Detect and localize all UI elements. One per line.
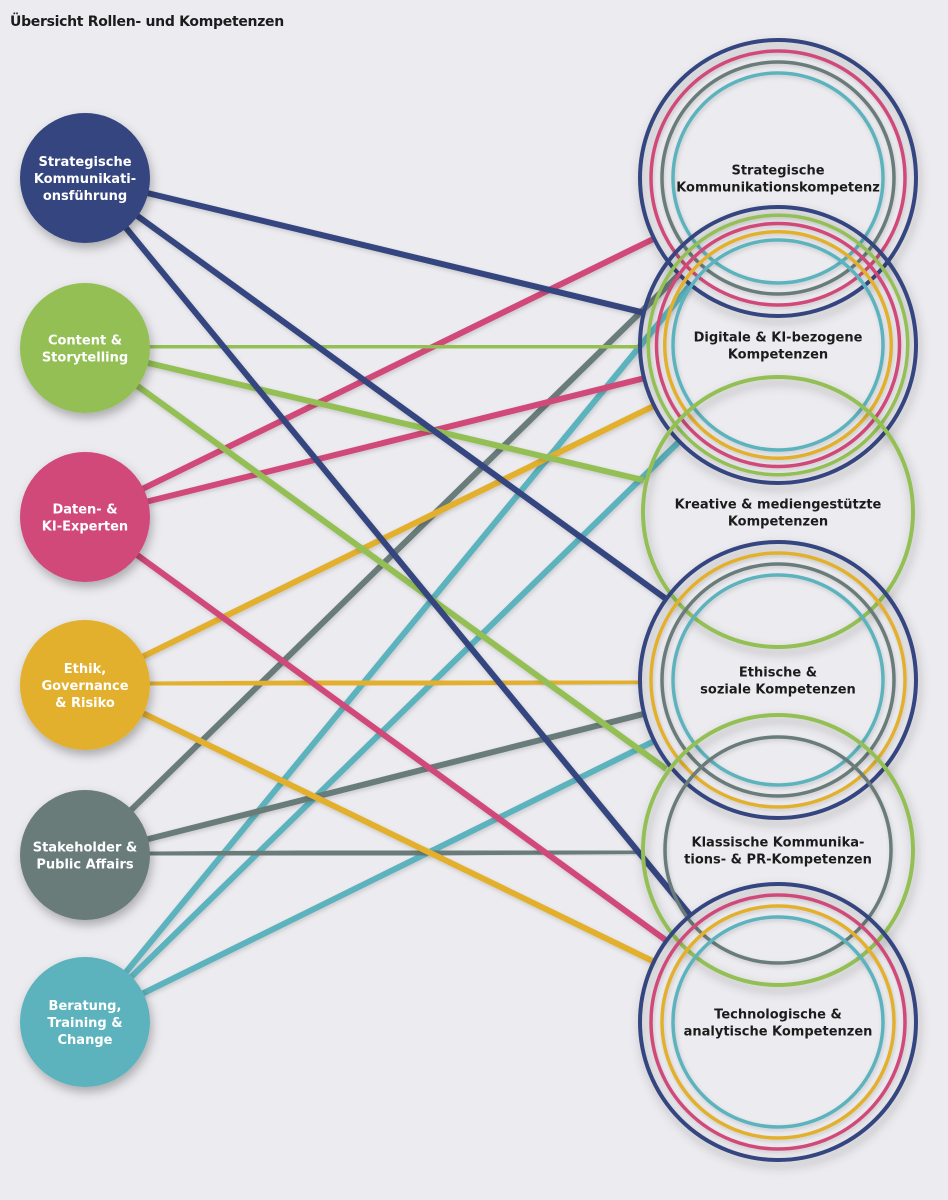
connection-line [84, 345, 645, 484]
role-label-line: & Risiko [55, 696, 115, 711]
competence-label-line: Kreative & mediengestützte [675, 498, 882, 513]
role-label: Daten- & KI-Experten [42, 503, 128, 535]
role-label-line: KI-Experten [42, 520, 128, 535]
role-disc [20, 452, 150, 582]
competence-ring [649, 893, 907, 1151]
competence-label: Klassische Kommunika-tions- & PR-Kompete… [684, 836, 872, 868]
competence-ring [660, 60, 896, 296]
competence-ring [638, 882, 918, 1162]
competence-ring [663, 735, 893, 965]
competence-ring [649, 49, 907, 307]
role-label: Beratung, Training & Change [47, 999, 122, 1048]
role-label-line: onsführung [43, 189, 127, 204]
connection-line [83, 738, 656, 1025]
competence-label-line: Ethische & [739, 666, 817, 681]
role-circle: Ethik, Governance & Risiko [20, 620, 150, 750]
role-label-line: Ethik, [64, 662, 106, 677]
connection-line [84, 375, 645, 520]
competence-label: Technologische & analytische Kompetenzen [684, 1008, 873, 1040]
competence-ring [663, 230, 893, 460]
role-label-line: Kommunikati- [34, 172, 136, 187]
role-label-line: Stakeholder & [33, 841, 138, 856]
competence-label-line: soziale Kompetenzen [700, 683, 856, 698]
competence-ring [641, 713, 915, 987]
competence-ring [641, 375, 915, 649]
connection-line [83, 235, 656, 520]
competence-ring [660, 562, 896, 798]
role-label-line: Beratung, [49, 999, 122, 1014]
role-label-line: Strategische [38, 155, 131, 170]
connection-line [83, 682, 656, 965]
competence-label-line: Kommunikationskompetenz [676, 181, 880, 196]
role-disc [20, 283, 150, 413]
connection-line [82, 282, 693, 1024]
role-circle: Stakeholder & Public Affairs [20, 790, 150, 920]
role-disc [20, 957, 150, 1087]
role-label-line: Storytelling [42, 351, 128, 366]
competence-label-line: Kompetenzen [728, 515, 828, 530]
role-label: Stakeholder & Public Affairs [33, 841, 138, 873]
competence-label-line: Technologische & [714, 1008, 842, 1023]
connection-lines [82, 175, 693, 1025]
competence-ring [638, 38, 918, 318]
diagram-title: Übersicht Rollen- und Kompetenzen [10, 14, 284, 30]
competence-ring [671, 238, 885, 452]
competence-circle: Technologische & analytische Kompetenzen [638, 882, 918, 1162]
competence-label-line: analytische Kompetenzen [684, 1025, 873, 1040]
competence-label-line: Kompetenzen [728, 348, 828, 363]
connection-line [83, 345, 669, 772]
competence-label-line: tions- & PR-Kompetenzen [684, 853, 872, 868]
competence-ring [671, 915, 885, 1129]
role-label-line: Public Affairs [36, 858, 133, 873]
competence-ring [638, 205, 918, 485]
connection-line [84, 677, 641, 688]
role-circle: Daten- & KI-Experten [20, 452, 150, 582]
role-disc [20, 113, 150, 243]
role-disc [20, 620, 150, 750]
connection-line [84, 342, 641, 351]
competence-ring [638, 540, 918, 820]
competence-label-line: Klassische Kommunika- [692, 836, 865, 851]
connection-line [84, 175, 645, 316]
role-disc [20, 790, 150, 920]
role-label-line: Daten- & [52, 503, 117, 518]
competence-label: Ethische & soziale Kompetenzen [700, 666, 856, 698]
competence-label-line: Digitale & KI-bezogene [694, 331, 863, 346]
connection-line [84, 710, 645, 858]
competence-ring [671, 71, 885, 285]
competence-ring [660, 904, 896, 1140]
connection-line [83, 403, 656, 688]
connection-line [83, 514, 669, 944]
connection-line [82, 176, 693, 918]
competence-ring [649, 551, 907, 809]
role-circle: Beratung, Training & Change [20, 957, 150, 1087]
role-circle: Content & Storytelling [20, 283, 150, 413]
competence-circle: Klassische Kommunika-tions- & PR-Kompete… [641, 713, 915, 987]
competence-circle: Ethische & soziale Kompetenzen [638, 540, 918, 820]
competence-ring [646, 213, 910, 477]
competence-ring [654, 221, 902, 469]
role-label: Ethik, Governance & Risiko [41, 662, 128, 711]
role-label-line: Governance [41, 679, 128, 694]
role-label-line: Training & [47, 1016, 122, 1031]
role-label: Content & Storytelling [42, 334, 128, 366]
competence-ring [671, 573, 885, 787]
role-label-line: Change [58, 1033, 113, 1048]
competence-label-line: Strategische [731, 164, 824, 179]
connection-line [84, 847, 641, 858]
connection-line [83, 175, 669, 602]
role-label-line: Content & [48, 334, 122, 349]
